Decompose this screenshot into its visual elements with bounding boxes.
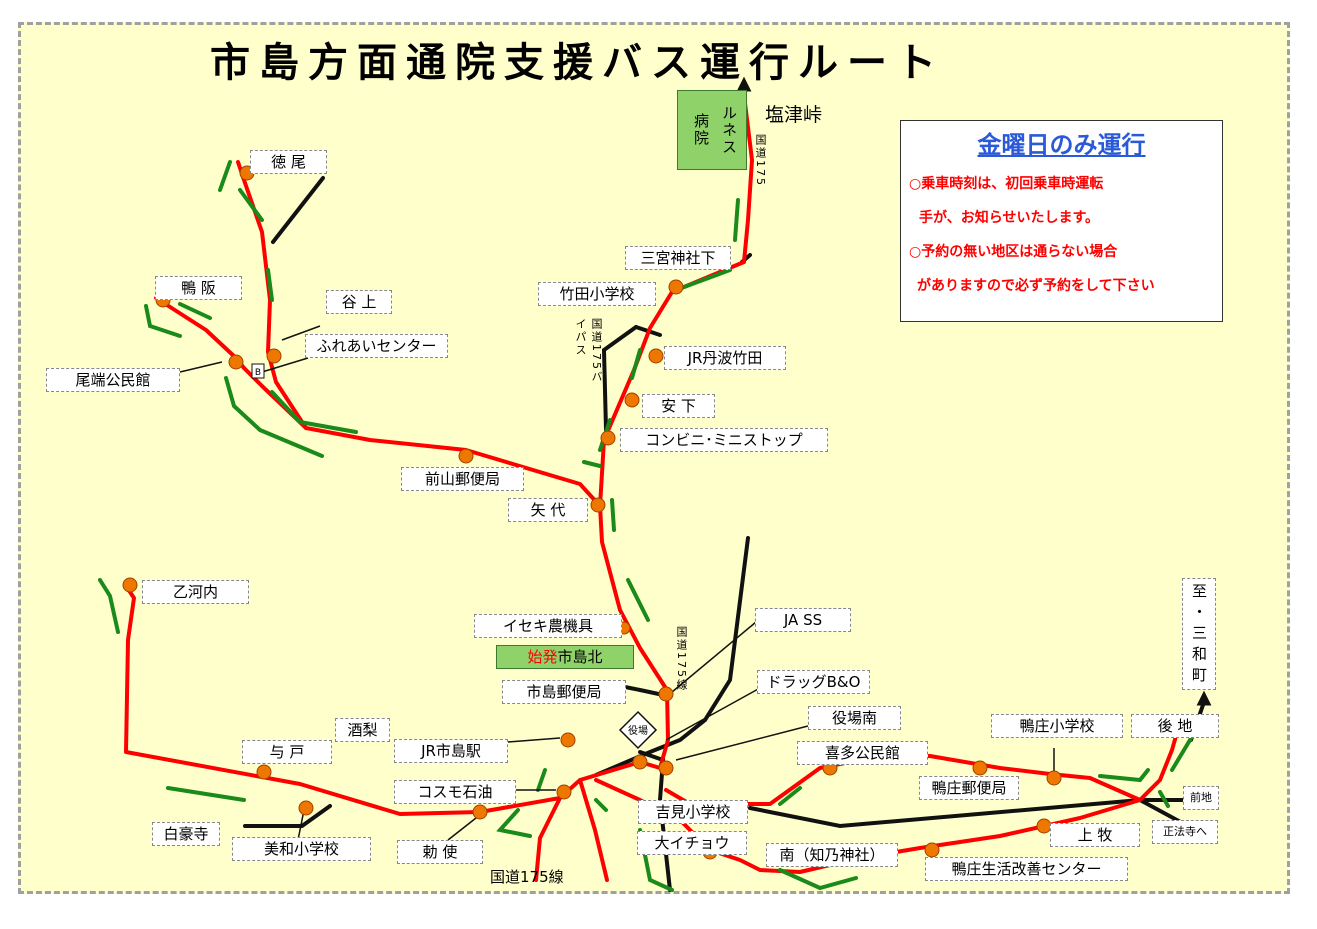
stop-marker — [1046, 770, 1062, 786]
stop-label-kamonosho-center: 鴨庄生活改善センター — [925, 857, 1128, 881]
stop-marker — [668, 279, 684, 295]
stop-label-ushiroji: 後 地 — [1131, 714, 1219, 738]
stop-marker — [560, 732, 576, 748]
notice-box: 金曜日のみ運行 ○乗車時刻は、初回乗車時運転 手が、お知らせいたします。 ○予約… — [900, 120, 1223, 322]
hospital-box: ルネス 病院 — [677, 90, 747, 170]
stop-label-yasushita: 安 下 — [642, 394, 715, 418]
stop-label-yoshimi-school: 吉見小学校 — [638, 800, 748, 824]
stop-marker — [298, 800, 314, 816]
stop-marker — [658, 686, 674, 702]
notice-line3: ○予約の無い地区は通らない場合 — [909, 244, 1118, 260]
stop-label-iseki: イセキ農機具 — [474, 614, 622, 638]
stop-label-maeyama: 前山郵便局 — [401, 467, 524, 491]
stop-marker — [972, 760, 988, 776]
stop-label-jr-tanba-takeda: JR丹波竹田 — [664, 346, 786, 370]
stop-label-fureai: ふれあいセンター — [305, 334, 448, 358]
stop-label-miwa-school: 美和小学校 — [232, 837, 371, 861]
notice-line1: ○乗車時刻は、初回乗車時運転 — [909, 176, 1104, 192]
stop-marker — [1036, 818, 1052, 834]
road-label-175-top: 国道175 — [754, 134, 767, 187]
stop-label-ja-ss: JA SS — [755, 608, 851, 632]
notice-heading: 金曜日のみ運行 — [977, 131, 1146, 159]
junction-label: B — [255, 368, 261, 378]
notice-line4: がありますので必ず予約をして下さい — [917, 278, 1155, 294]
hospital-line2: 病院 — [692, 113, 710, 147]
stop-marker — [632, 754, 648, 770]
stop-marker — [266, 348, 282, 364]
origin-name: 市島北 — [557, 648, 603, 666]
stop-label-cosmo: コスモ石油 — [394, 780, 516, 804]
stop-label-sannomiya: 三宮神社下 — [625, 246, 731, 270]
stop-marker — [658, 760, 674, 776]
stop-label-yashiro: 矢 代 — [508, 498, 588, 522]
road-label-175-line: 国道175線 — [675, 626, 688, 692]
notice-line2: 手が、お知らせいたします。 — [919, 210, 1100, 226]
origin-stop: 始発市島北 — [496, 645, 634, 669]
stop-label-yakubaminami: 役場南 — [808, 706, 901, 730]
hospital-line1: ルネス — [720, 104, 738, 156]
stop-label-drug: ドラッグB&O — [757, 670, 870, 694]
page-title: 市島方面通院支援バス運行ルート — [210, 40, 945, 86]
stop-label-kamosaka: 鴨 阪 — [155, 276, 242, 300]
direction-label-sanwa: 至・三和町 — [1182, 578, 1216, 690]
stop-marker — [624, 392, 640, 408]
stop-marker — [590, 497, 606, 513]
stop-label-otogouchi: 乙河内 — [142, 580, 249, 604]
stop-label-hakugoji: 白豪寺 — [152, 822, 220, 846]
stop-label-maeji: 前地 — [1183, 786, 1219, 810]
stop-label-takeda-school: 竹田小学校 — [538, 282, 656, 306]
stop-marker — [924, 842, 940, 858]
stop-marker — [648, 348, 664, 364]
stop-label-daiichou: 大イチョウ — [637, 831, 747, 855]
stop-label-shohoji: 正法寺へ — [1152, 820, 1218, 844]
stop-marker — [556, 784, 572, 800]
stop-label-sakanashi: 酒梨 — [335, 718, 390, 742]
stop-label-tanikami: 谷 上 — [326, 290, 392, 314]
town-office-label: 役場 — [628, 724, 648, 737]
stop-label-yodo: 与 戸 — [242, 740, 332, 764]
destination-label: 塩津峠 — [765, 104, 823, 126]
pointers — [179, 325, 1199, 841]
stop-marker — [472, 804, 488, 820]
stop-marker — [600, 430, 616, 446]
stop-label-jr-ichijima: JR市島駅 — [394, 739, 508, 763]
town-office-marker: 役場 — [618, 710, 658, 750]
stop-label-minami: 南（知乃神社） — [766, 843, 898, 867]
stop-label-kamimaki: 上 牧 — [1050, 823, 1140, 847]
stop-marker — [228, 354, 244, 370]
road-label-bypass: 国道175バイパス — [574, 318, 603, 384]
road-label-175-bottom: 国道175線 — [490, 868, 564, 886]
origin-prefix: 始発 — [527, 648, 558, 666]
stop-marker — [122, 577, 138, 593]
stop-marker — [458, 448, 474, 464]
stop-label-ministop: コンビニ･ミニストップ — [620, 428, 828, 452]
stop-label-tokuo: 徳 尾 — [250, 150, 327, 174]
stop-label-chokushi: 勅 使 — [397, 840, 483, 864]
stop-marker — [256, 764, 272, 780]
junction-marker: B — [251, 363, 265, 379]
stop-label-kamonosho-school: 鴨庄小学校 — [991, 714, 1123, 738]
stop-label-ichijima-post: 市島郵便局 — [502, 680, 626, 704]
stop-label-kamonosho-post: 鴨庄郵便局 — [919, 776, 1019, 800]
stop-label-kitakomin: 喜多公民館 — [797, 741, 928, 765]
stop-label-obata: 尾端公民館 — [46, 368, 180, 392]
